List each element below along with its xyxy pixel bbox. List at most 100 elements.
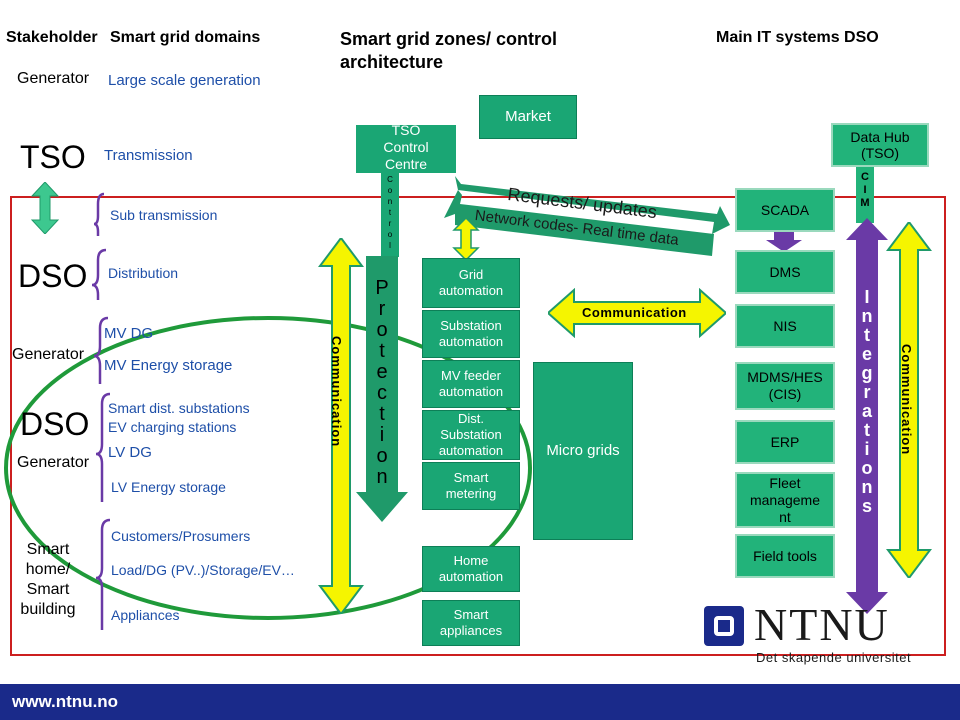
protection-letter: o bbox=[376, 445, 388, 467]
domain-smart-dist: Smart dist. substations bbox=[108, 400, 250, 416]
protection-letter: P bbox=[375, 277, 389, 299]
erp-box: ERP bbox=[735, 420, 835, 464]
smart-metering-line1: Smart bbox=[453, 470, 489, 485]
protection-letter: t bbox=[379, 403, 385, 425]
protection-arrow bbox=[356, 256, 408, 522]
substation-automation-line2: automation bbox=[438, 334, 504, 349]
domain-ev-charging: EV charging stations bbox=[108, 419, 237, 435]
fleet-line2: manageme bbox=[749, 491, 821, 508]
protection-letter: c bbox=[377, 382, 387, 404]
dist-sub-line3: automation bbox=[438, 443, 504, 458]
control-letter: n bbox=[387, 197, 393, 206]
zones-header-line2: architecture bbox=[340, 52, 444, 72]
smart-metering-line2: metering bbox=[445, 486, 497, 501]
footer-bar: www.ntnu.no bbox=[0, 684, 960, 720]
stakeholder-tso: TSO bbox=[20, 139, 86, 175]
ntnu-logo: NTNU Det skapende universitet bbox=[704, 599, 934, 668]
ntnu-logo-mark-icon bbox=[704, 606, 744, 646]
domains-header: Smart grid domains bbox=[110, 29, 261, 46]
domain-lv-storage: LV Energy storage bbox=[111, 479, 226, 495]
integrations-letter: o bbox=[861, 458, 873, 478]
domain-transmission: Transmission bbox=[104, 147, 193, 164]
cim-letter: M bbox=[860, 197, 870, 209]
stakeholder-generator-top: Generator bbox=[17, 70, 90, 87]
communication-arrow-left bbox=[318, 238, 364, 614]
grid-automation-arrow bbox=[452, 218, 480, 260]
substation-automation-line1: Substation bbox=[440, 318, 502, 333]
protection-letter: o bbox=[376, 319, 388, 341]
domain-customers: Customers/Prosumers bbox=[111, 528, 251, 544]
communication-arrow-mid bbox=[548, 288, 726, 338]
grid-automation-line1: Grid bbox=[458, 267, 484, 282]
control-letter: r bbox=[388, 219, 392, 228]
data-hub-line1: Data Hub bbox=[850, 129, 910, 145]
it-systems-header: Main IT systems DSO bbox=[716, 29, 879, 46]
mdms-line1: MDMS/HES bbox=[747, 369, 823, 385]
protection-letter: r bbox=[378, 298, 386, 320]
integrations-letter: i bbox=[864, 439, 870, 459]
smart-home-line1: Smart bbox=[26, 541, 70, 558]
integrations-letter: t bbox=[864, 420, 870, 440]
smart-home-line4: building bbox=[20, 601, 76, 618]
communication-arrow-right bbox=[886, 222, 932, 578]
domain-lv-dg: LV DG bbox=[108, 444, 152, 461]
fleet-line1: Fleet bbox=[769, 474, 801, 491]
tso-cc-line1: TSO bbox=[391, 121, 421, 138]
tso-control-centre-box: TSO Control Centre bbox=[356, 121, 456, 173]
domain-load-dg: Load/DG (PV..)/Storage/EV… bbox=[111, 562, 295, 578]
control-letter: o bbox=[387, 230, 393, 239]
smart-appliances-line1: Smart bbox=[453, 607, 489, 622]
data-hub-box: Data Hub(TSO) bbox=[831, 123, 929, 167]
scada-box: SCADA bbox=[735, 188, 835, 232]
zones-header-line1: Smart grid zones/ control bbox=[340, 29, 558, 49]
stakeholder-dso-2: DSO bbox=[20, 406, 90, 442]
mv-feeder-line2: automation bbox=[438, 384, 504, 399]
data-hub-line2: (TSO) bbox=[860, 145, 900, 161]
tso-cc-line3: Centre bbox=[384, 155, 427, 172]
domain-distribution: Distribution bbox=[108, 265, 179, 281]
communication-label-mid: Communication bbox=[582, 305, 687, 320]
integrations-letter: I bbox=[864, 287, 870, 307]
ntnu-logo-wordmark: NTNU bbox=[754, 599, 890, 650]
integrations-letter: e bbox=[861, 344, 872, 364]
protection-letter: n bbox=[376, 466, 388, 488]
nis-box: NIS bbox=[735, 304, 835, 348]
footer-url-link[interactable]: www.ntnu.no bbox=[12, 692, 119, 711]
control-letter: C bbox=[387, 175, 393, 184]
protection-letter: e bbox=[376, 361, 388, 383]
fleet-line3: nt bbox=[779, 508, 791, 525]
dist-sub-line2: Substation bbox=[440, 427, 502, 442]
communication-label-right: Communication bbox=[899, 344, 914, 456]
stakeholder-header: Stakeholder bbox=[6, 29, 98, 46]
dist-sub-line1: Dist. bbox=[457, 411, 484, 426]
protection-letter: i bbox=[379, 424, 385, 446]
integrations-letter: a bbox=[861, 401, 872, 421]
scada-dms-arrow bbox=[766, 232, 802, 252]
dms-box: DMS bbox=[735, 250, 835, 294]
domain-large-scale: Large scale generation bbox=[108, 72, 261, 89]
tso-cc-line2: Control bbox=[383, 138, 429, 155]
integrations-arrow bbox=[846, 218, 888, 614]
integrations-letter: s bbox=[861, 496, 872, 516]
integrations-letter: n bbox=[861, 306, 873, 326]
protection-letter: t bbox=[379, 340, 385, 362]
control-letter: o bbox=[387, 186, 393, 195]
tso-dso-double-arrow bbox=[30, 182, 60, 234]
cim-letter: I bbox=[863, 184, 867, 196]
communication-label-left: Communication bbox=[329, 336, 344, 448]
domain-sub-transmission: Sub transmission bbox=[110, 207, 218, 223]
home-automation-line2: automation bbox=[438, 569, 504, 584]
stakeholder-smart-home: Smart home/ Smart building bbox=[20, 540, 76, 620]
